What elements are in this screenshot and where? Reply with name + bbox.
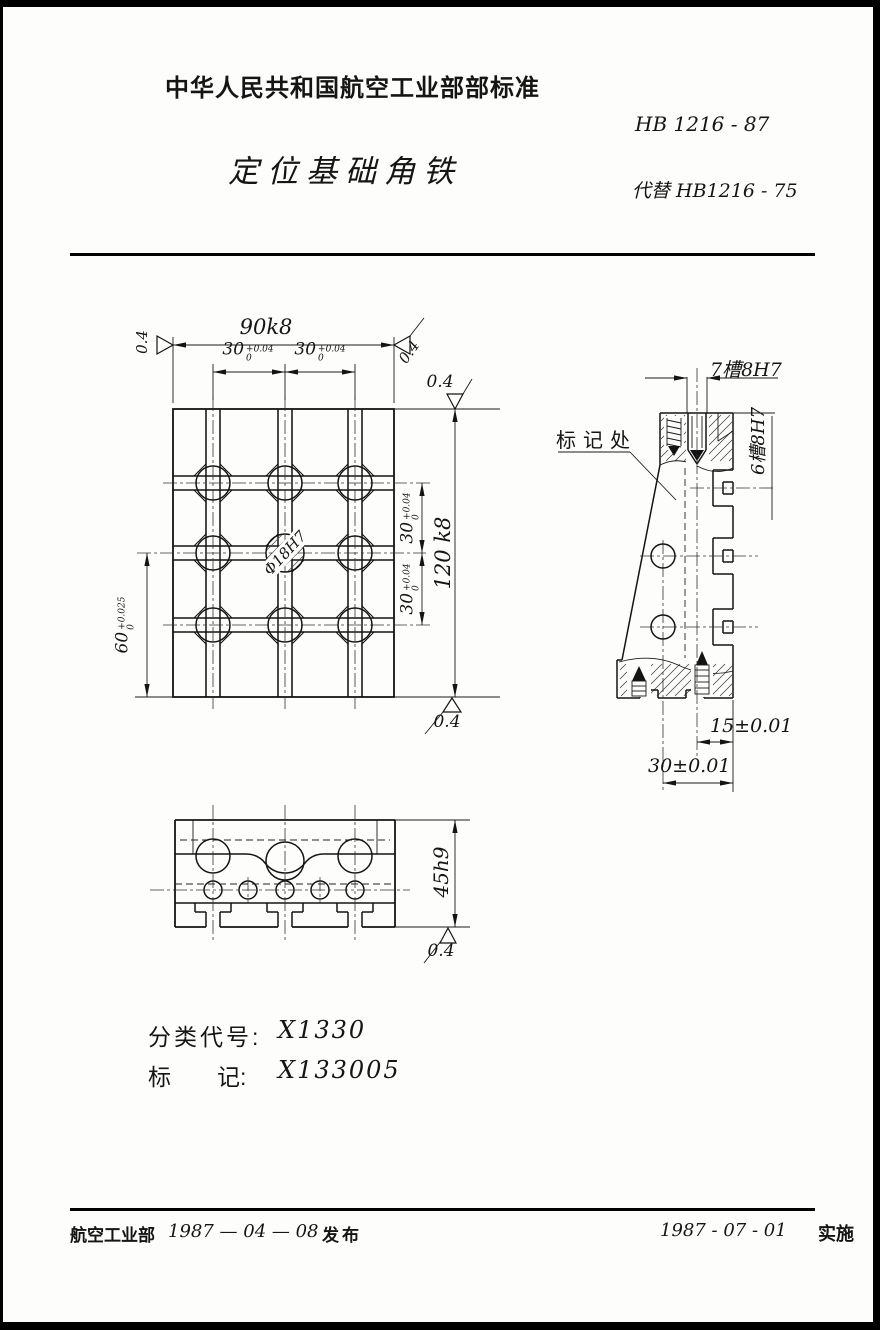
tol-upper: +0.04 <box>318 344 346 355</box>
classification-mark-value: X133005 <box>278 1056 401 1084</box>
header-divider <box>70 253 815 256</box>
dim-value: 30 <box>222 339 245 360</box>
page-border-bottom <box>0 1322 880 1330</box>
plan-finish-bottom: 0.4 <box>433 712 461 732</box>
tol-lower: 0 <box>412 514 422 520</box>
front-view-geometry <box>150 805 470 964</box>
plan-finish-left: 0.4 <box>133 330 151 354</box>
dim-value: 60 <box>112 631 133 654</box>
classification-code-label: 分类代号: <box>148 1024 262 1050</box>
tol-lower: 0 <box>127 624 137 630</box>
side-mark-label: 标记处 <box>556 430 637 452</box>
footer-issue-date: 1987 — 04 — 08 <box>168 1221 319 1242</box>
footer-divider <box>70 1208 815 1211</box>
page-border-top <box>0 0 880 7</box>
replaces-standard: 代替 HB1216 - 75 <box>632 180 798 202</box>
side-slot-top-label: 7槽8H7 <box>710 359 782 381</box>
page-border-left <box>0 0 3 1330</box>
footer-issue-label: 发布 <box>322 1226 362 1245</box>
plan-dim-width: 90k8 <box>239 315 293 339</box>
footer-impl-label: 实施 <box>818 1224 854 1244</box>
tol-lower: 0 <box>318 354 324 364</box>
footer-issuer: 航空工业部 <box>70 1226 155 1245</box>
tol-lower: 0 <box>412 585 422 591</box>
document-title: 定位基础角铁 <box>228 154 462 190</box>
classification-mark-label: 标 记: <box>148 1064 247 1090</box>
side-dim-30: 30±0.01 <box>648 755 731 777</box>
footer-impl-date: 1987 - 07 - 01 <box>660 1220 787 1241</box>
classification-code-value: X1330 <box>278 1016 367 1044</box>
standard-org-title: 中华人民共和国航空工业部部标准 <box>165 75 540 102</box>
dim-value: 30 <box>397 521 418 544</box>
plan-finish-top-surface: 0.4 <box>426 372 454 392</box>
page-border-right <box>873 0 880 1330</box>
dim-value: 30 <box>397 592 418 615</box>
tol-lower: 0 <box>246 354 252 364</box>
plan-finish-right: 0.4 <box>394 337 424 367</box>
plan-dim-height: 120 k8 <box>431 516 455 590</box>
standard-number: HB 1216 - 87 <box>635 112 770 136</box>
side-slot-side-label: 6槽8H7 <box>748 406 769 476</box>
side-dim-15: 15±0.01 <box>710 715 793 737</box>
tol-upper: +0.04 <box>246 344 274 355</box>
front-finish: 0.4 <box>427 941 455 961</box>
dim-value: 30 <box>294 339 317 360</box>
front-dim-height: 45h9 <box>429 846 453 898</box>
plan-center-hole-label: Φ18H7 <box>259 527 311 579</box>
